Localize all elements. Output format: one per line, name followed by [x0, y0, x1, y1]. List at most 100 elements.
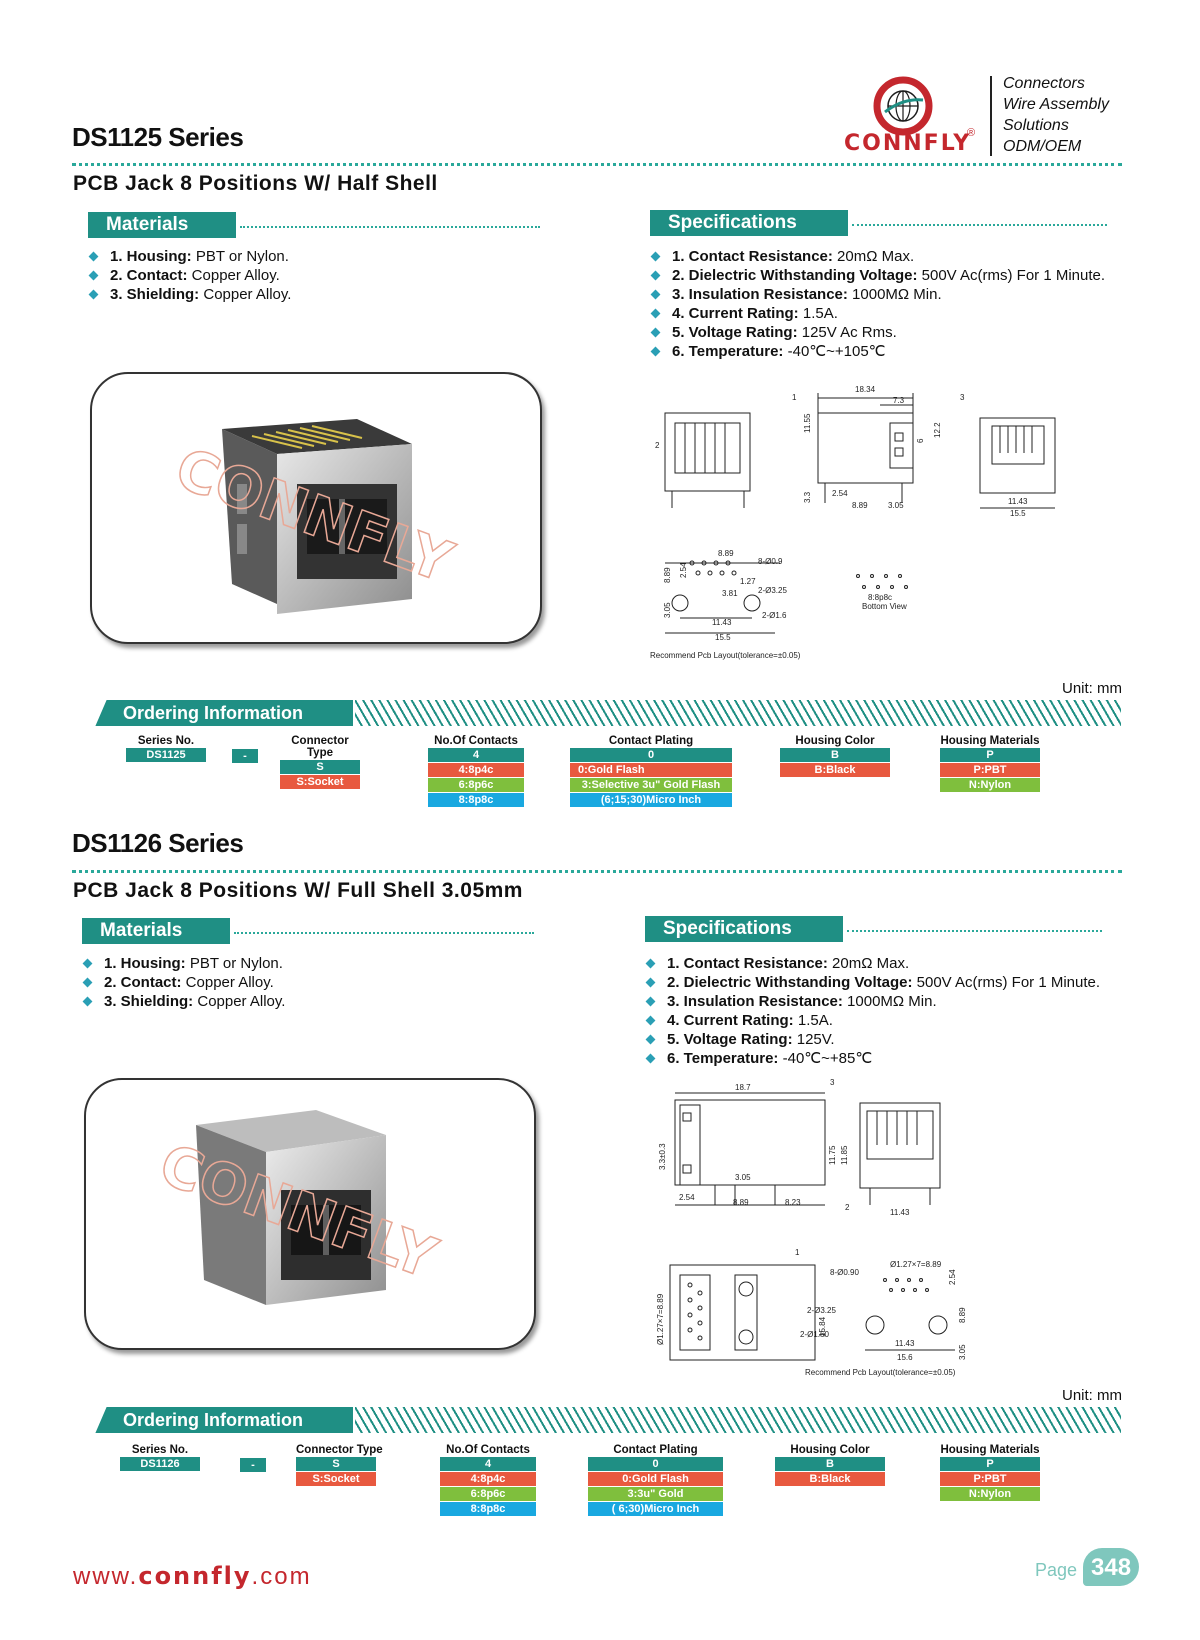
- dim-label: 3.05: [958, 1344, 967, 1360]
- specifications-rule: [852, 224, 1107, 226]
- ordering-code: B: [780, 748, 890, 762]
- ordering-col: Series No. DS1125: [126, 735, 206, 762]
- callout-number: 3: [830, 1078, 835, 1087]
- ordering-option: N:Nylon: [940, 1487, 1040, 1501]
- bullet-diamond-icon: [645, 977, 656, 988]
- dim-label: Ø1.27×7=8.89: [656, 1293, 665, 1345]
- ordering-option: P:PBT: [940, 1472, 1040, 1486]
- spec-item: 2. Dielectric Withstanding Voltage: 500V…: [645, 973, 1100, 992]
- ordering-option: B:Black: [780, 763, 890, 777]
- dim-label: 18.7: [735, 1083, 751, 1092]
- ordering-col: -: [232, 735, 258, 763]
- url-brand: connfly: [138, 1562, 252, 1590]
- dim-label: 8.89: [663, 567, 672, 583]
- ordering-col: Housing Materials P P:PBT N:Nylon: [940, 1444, 1040, 1501]
- dim-label: 6: [916, 438, 925, 443]
- ordering-col-head: Housing Materials: [940, 735, 1040, 747]
- dim-label: 8.23: [785, 1198, 801, 1207]
- bullet-diamond-icon: [650, 270, 661, 281]
- ordering-col-head: No.Of Contacts: [446, 1444, 530, 1456]
- url-suffix: .com: [251, 1563, 312, 1590]
- callout-number: 1: [795, 1248, 800, 1257]
- ordering-col-head: Housing Color: [795, 735, 875, 747]
- bullet-diamond-icon: [650, 308, 661, 319]
- ordering-col: -: [240, 1444, 266, 1472]
- dim-label: 2.54: [679, 1193, 695, 1202]
- page-indicator: Page 348: [1035, 1548, 1145, 1588]
- ordering-col: Housing Color B B:Black: [780, 735, 890, 777]
- page-number-badge: [1083, 1548, 1139, 1586]
- dim-label: 11.43: [890, 1208, 910, 1217]
- dim-label: 11.43: [1008, 497, 1028, 506]
- material-item: 3. Shielding: Copper Alloy.: [82, 992, 285, 1011]
- spec-item: 3. Insulation Resistance: 1000MΩ Min.: [650, 285, 1105, 304]
- ordering-code: 4: [428, 748, 524, 762]
- bullet-diamond-icon: [88, 251, 99, 262]
- ordering-option: 3:3u" Gold: [588, 1487, 723, 1501]
- dim-label: 11.43: [895, 1339, 915, 1348]
- bullet-diamond-icon: [645, 1053, 656, 1064]
- page-number: 348: [1091, 1554, 1132, 1581]
- dim-label: 15.84: [818, 1316, 827, 1337]
- dim-label: 3.05: [735, 1173, 751, 1182]
- brand-logo: [845, 70, 995, 160]
- ordering-code: 4: [440, 1457, 536, 1471]
- material-item: 1. Housing: PBT or Nylon.: [88, 247, 291, 266]
- bullet-diamond-icon: [645, 958, 656, 969]
- url-prefix: www.: [73, 1563, 139, 1590]
- spec-item: 5. Voltage Rating: 125V Ac Rms.: [650, 323, 1105, 342]
- ordering-col: No.Of Contacts 4 4:8p4c 6:8p6c 8:8p8c: [428, 735, 524, 807]
- product-photo-frame: CONNFLY: [90, 372, 542, 644]
- materials-header: Materials: [82, 918, 230, 944]
- dim-label: 15.5: [1010, 509, 1026, 518]
- bullet-diamond-icon: [82, 958, 93, 969]
- dim-label: 8.89: [733, 1198, 749, 1207]
- ordering-code: S: [296, 1457, 376, 1471]
- drawing-note: 8-Ø0.90: [830, 1268, 859, 1277]
- ordering-col: Contact Plating 0 0:Gold Flash 3:3u" Gol…: [588, 1444, 723, 1516]
- material-item: 2. Contact: Copper Alloy.: [82, 973, 285, 992]
- ordering-col-head: Connector Type: [296, 1444, 383, 1456]
- bullet-diamond-icon: [88, 270, 99, 281]
- ordering-col-head: Housing Materials: [940, 1444, 1040, 1456]
- ordering-option: 0:Gold Flash: [570, 763, 732, 777]
- dim-label: 3.3: [803, 491, 812, 503]
- ordering-col: Connector Type S S:Socket: [280, 735, 360, 789]
- ordering-option: N:Nylon: [940, 778, 1040, 792]
- dim-label: 3.3±0.3: [658, 1143, 667, 1170]
- ordering-option: 6:8p6c: [440, 1487, 536, 1501]
- drawing-note: 8:8p8c: [868, 593, 892, 602]
- ordering-code: 0: [570, 748, 732, 762]
- technical-drawing: 18.34 7.3 11.55 6 12.2 3.3 2.54 8.89 3.0…: [640, 378, 1100, 678]
- materials-list: 1. Housing: PBT or Nylon. 2. Contact: Co…: [88, 247, 291, 304]
- dim-label: 18.34: [855, 385, 876, 394]
- material-item: 3. Shielding: Copper Alloy.: [88, 285, 291, 304]
- dim-label: 15.5: [715, 633, 731, 642]
- materials-list: 1. Housing: PBT or Nylon. 2. Contact: Co…: [82, 954, 285, 1011]
- website-link[interactable]: www.connfly.com: [73, 1562, 312, 1591]
- ordering-col-head: Series No.: [137, 735, 195, 747]
- ordering-header: Ordering Information: [73, 700, 353, 726]
- registered-mark: ®: [967, 127, 976, 139]
- dim-label: 8.89: [718, 549, 734, 558]
- spec-item: 1. Contact Resistance: 20mΩ Max.: [645, 954, 1100, 973]
- logo-divider: [990, 76, 992, 156]
- callout-number: 3: [960, 393, 965, 402]
- spec-item: 1. Contact Resistance: 20mΩ Max.: [650, 247, 1105, 266]
- drawing-note: 2-Ø1.6: [762, 611, 787, 620]
- ordering-option: 8:8p8c: [428, 793, 524, 807]
- callout-number: 2: [655, 441, 660, 450]
- ordering-option: 6:8p6c: [428, 778, 524, 792]
- ordering-code: DS1125: [126, 748, 206, 762]
- ordering-code: DS1126: [120, 1457, 200, 1471]
- tagline-line: Wire Assembly: [1003, 96, 1109, 113]
- ordering-col-head: Connector Type: [291, 735, 349, 759]
- dim-label: 3.05: [888, 501, 904, 510]
- rj45-jack-image: CONNFLY: [166, 419, 462, 614]
- ordering-option: 3:Selective 3u" Gold Flash: [570, 778, 732, 792]
- spec-item: 2. Dielectric Withstanding Voltage: 500V…: [650, 266, 1105, 285]
- spec-item: 4. Current Rating: 1.5A.: [650, 304, 1105, 323]
- dim-label: 15.6: [897, 1353, 913, 1362]
- dim-label: 3.05: [663, 602, 672, 618]
- dim-label: 1.27: [740, 577, 756, 586]
